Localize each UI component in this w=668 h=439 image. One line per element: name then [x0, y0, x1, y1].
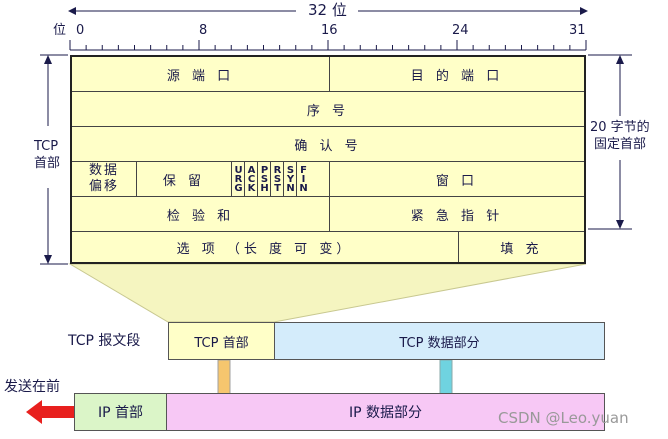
left-label-line1: TCP [34, 139, 59, 154]
send-direction-arrow [26, 400, 74, 424]
reserved-field: 保 留 [162, 173, 206, 189]
options-field: 选 项 （长 度 可 变） [176, 241, 354, 257]
bit-tick-label: 31 [569, 23, 586, 38]
send-first-label: 发送在前 [4, 379, 60, 395]
bit-tick-label: 16 [321, 23, 338, 38]
window-field: 窗 口 [435, 173, 479, 189]
bit-tick-label: 8 [199, 23, 208, 38]
data-offset-field: 数据 偏移 [72, 162, 136, 196]
ip-data: IP 数据部分 [166, 393, 605, 431]
left-vertical-arrow [40, 54, 68, 265]
data-offset-line2: 偏移 [88, 179, 119, 194]
right-label-line2: 固定首部 [594, 137, 647, 152]
ip-header: IP 首部 [74, 393, 167, 431]
total-bits-label: 32 位 [308, 1, 347, 19]
total-width-arrow [68, 7, 588, 15]
padding-field: 填 充 [500, 241, 543, 257]
dest-port-field: 目 的 端 口 [410, 68, 504, 84]
sequence-number-field: 序 号 [306, 103, 350, 119]
ack-number-field: 确 认 号 [294, 138, 362, 154]
urgent-pointer-field: 紧 急 指 针 [410, 208, 504, 224]
tcp-segment-data: TCP 数据部分 [274, 322, 605, 360]
bit-tick-label: 24 [452, 23, 469, 38]
source-port-field: 源 端 口 [166, 68, 235, 84]
tcp-segment-label: TCP 报文段 [68, 333, 141, 349]
watermark: CSDN @Leo.yuan [498, 409, 629, 427]
tcp-segment-header: TCP 首部 [168, 322, 275, 360]
bit-tick-label: 0 [76, 23, 85, 38]
data-offset-line1: 数据 [88, 163, 119, 178]
right-vertical-arrow [588, 54, 632, 230]
bit-unit-label: 位 [53, 23, 67, 38]
bit-scale [69, 40, 587, 51]
checksum-field: 检 验 和 [166, 208, 235, 224]
left-label-line2: 首部 [34, 156, 61, 171]
right-label-line1: 20 字节的 [590, 120, 650, 135]
